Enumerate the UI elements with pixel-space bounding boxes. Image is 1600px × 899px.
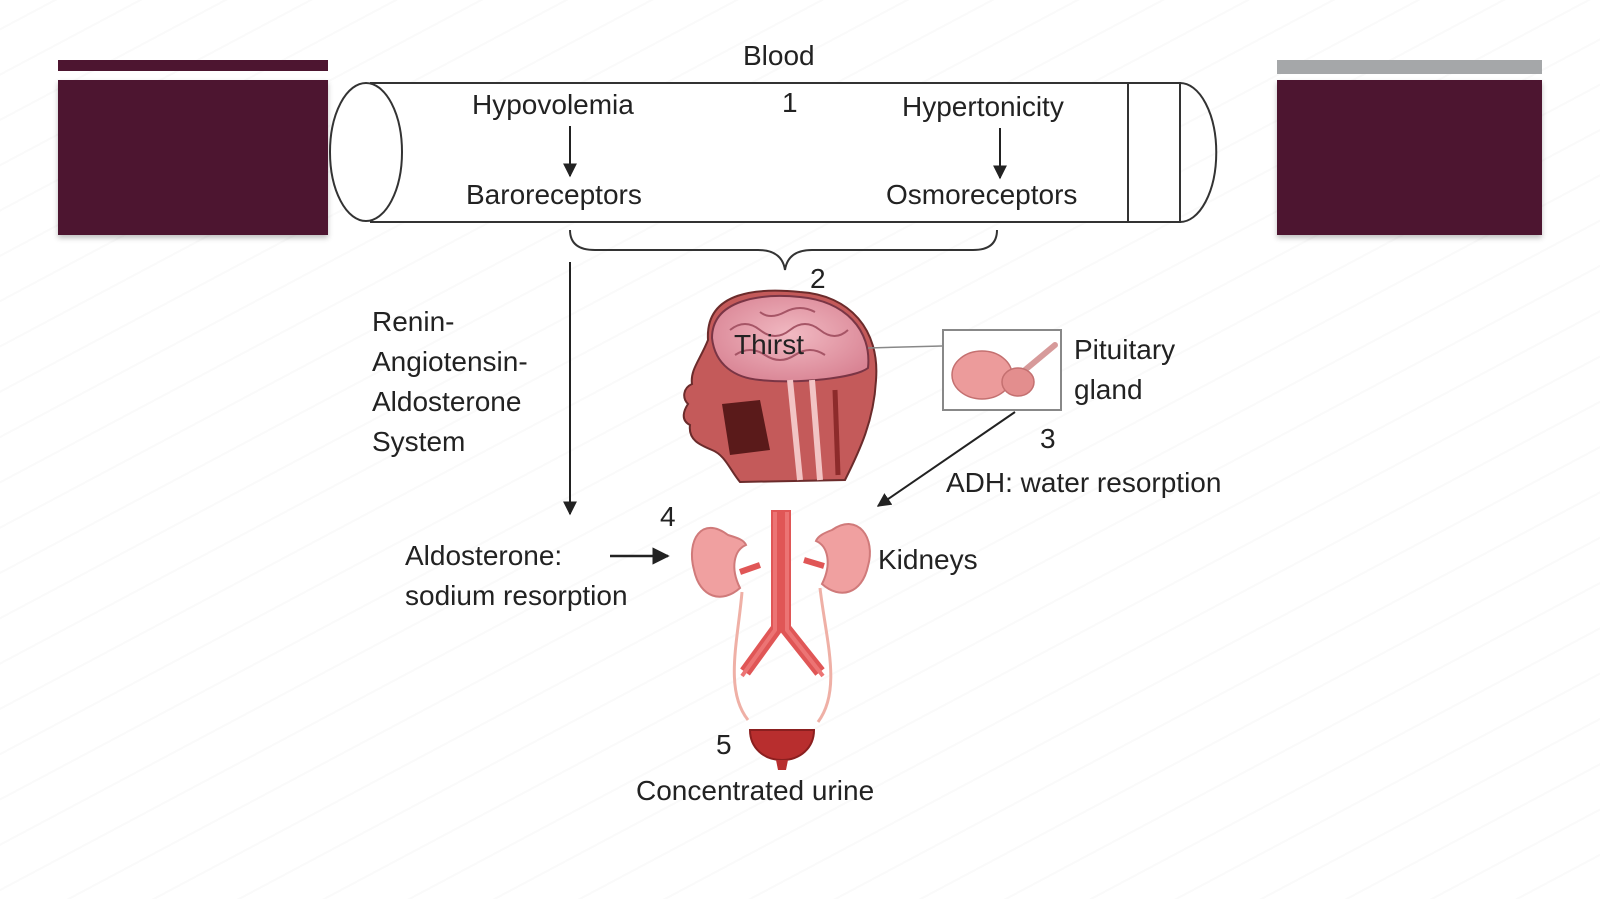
urine-label: Concentrated urine [636,775,875,806]
right-theme-band [1277,80,1542,235]
aldosterone-label-line1: Aldosterone: [405,540,563,571]
thirst-label: Thirst [734,329,804,360]
left-theme-band [58,80,328,235]
raas-label-line4: System [372,426,466,457]
pituitary-label-line1: Pituitary [1074,334,1176,365]
kidneys-urinary-illustration [690,510,871,770]
osmoreceptors-label: Osmoreceptors [886,179,1078,210]
aldosterone-label-line2: sodium resorption [405,580,628,611]
pituitary-label-line2: gland [1074,374,1143,405]
hypertonicity-label: Hypertonicity [902,91,1064,122]
step-2: 2 [810,263,826,294]
blood-vessel-cylinder [329,82,1218,223]
right-accent-line [1277,60,1542,74]
raas-label-line1: Renin- [372,306,455,337]
left-accent-line [58,60,328,71]
pituitary-connector [867,345,943,349]
adh-label: ADH: water resorption [946,467,1222,498]
raas-label-line3: Aldosterone [372,386,522,417]
baroreceptors-label: Baroreceptors [466,179,642,210]
blood-label: Blood [743,40,815,71]
step-1: 1 [782,87,798,118]
head-brain-illustration [682,289,878,484]
brace [569,229,998,271]
arrow-adh [876,411,1016,507]
hypovolemia-label: Hypovolemia [472,89,634,120]
pituitary-gland-illustration [942,329,1062,411]
kidneys-label: Kidneys [878,544,978,575]
step-3: 3 [1040,423,1056,454]
step-5: 5 [716,729,732,760]
raas-label-line2: Angiotensin- [372,346,528,377]
step-4: 4 [660,501,676,532]
